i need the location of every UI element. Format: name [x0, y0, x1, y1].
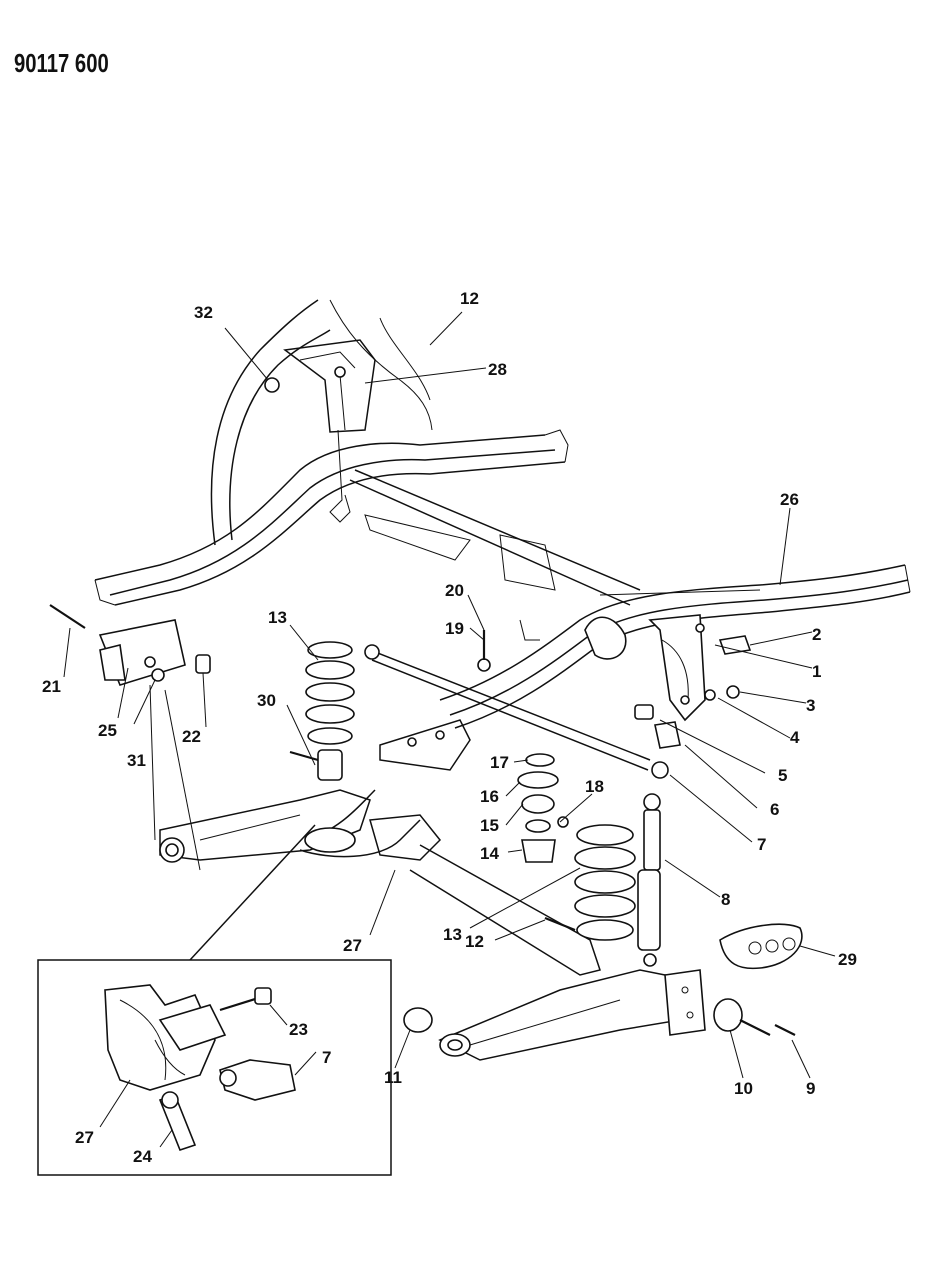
- callout-9: 9: [806, 1079, 815, 1098]
- callout-21: 21: [42, 677, 61, 696]
- callout-17: 17: [490, 753, 509, 772]
- callouts: 1 2 3 4 5 6 7 7 8 9 10 11 12 12 13 13 14…: [42, 289, 857, 1166]
- strut-rod: [364, 644, 669, 779]
- callout-16: 16: [480, 787, 499, 806]
- detail-inset: [37, 824, 392, 1176]
- shock-absorber: [637, 793, 661, 967]
- callout-5: 5: [778, 766, 787, 785]
- callout-31: 31: [127, 751, 146, 770]
- callout-12-top: 12: [460, 289, 479, 308]
- callout-11: 11: [384, 1068, 402, 1087]
- callout-4: 4: [790, 728, 800, 747]
- callout-14: 14: [480, 844, 499, 863]
- callout-22: 22: [182, 727, 201, 746]
- callout-28: 28: [488, 360, 507, 379]
- callout-26: 26: [780, 490, 799, 509]
- callout-25: 25: [98, 721, 117, 740]
- callout-7-inset: 7: [322, 1048, 331, 1067]
- callout-13-upper: 13: [268, 608, 287, 627]
- callout-27-inset: 27: [75, 1128, 94, 1147]
- lower-control-arm-right: [403, 969, 796, 1061]
- frame-bracket-right: [584, 614, 752, 749]
- callout-29: 29: [838, 950, 857, 969]
- coil-spring-upper: [289, 641, 355, 781]
- callout-8: 8: [721, 890, 730, 909]
- leader-lines: [63, 311, 836, 1148]
- inner-fender-wheelhouse: [210, 299, 433, 546]
- callout-24: 24: [133, 1147, 152, 1166]
- callout-7: 7: [757, 835, 766, 854]
- callout-20: 20: [445, 581, 464, 600]
- callout-30: 30: [257, 691, 276, 710]
- callout-2: 2: [812, 625, 821, 644]
- lower-control-arm-left: [149, 684, 421, 871]
- coil-spring-lower: [544, 824, 636, 941]
- isolator-stack: [477, 630, 569, 863]
- callout-10: 10: [734, 1079, 753, 1098]
- callout-3: 3: [806, 696, 815, 715]
- callout-27-main: 27: [343, 936, 362, 955]
- frame-assembly: [94, 429, 911, 771]
- callout-23: 23: [289, 1020, 308, 1039]
- diagram-reference-number: 90117 600: [14, 48, 109, 78]
- shim-plate: [719, 923, 803, 970]
- crossmember: [369, 814, 601, 976]
- callout-32: 32: [194, 303, 213, 322]
- callout-6: 6: [770, 800, 779, 819]
- callout-18: 18: [585, 777, 604, 796]
- callout-13-lower: 13: [443, 925, 462, 944]
- callout-15: 15: [480, 816, 499, 835]
- frame-bracket-left: [49, 604, 211, 686]
- callout-1: 1: [812, 662, 821, 681]
- callout-12-lower: 12: [465, 932, 484, 951]
- callout-19: 19: [445, 619, 464, 638]
